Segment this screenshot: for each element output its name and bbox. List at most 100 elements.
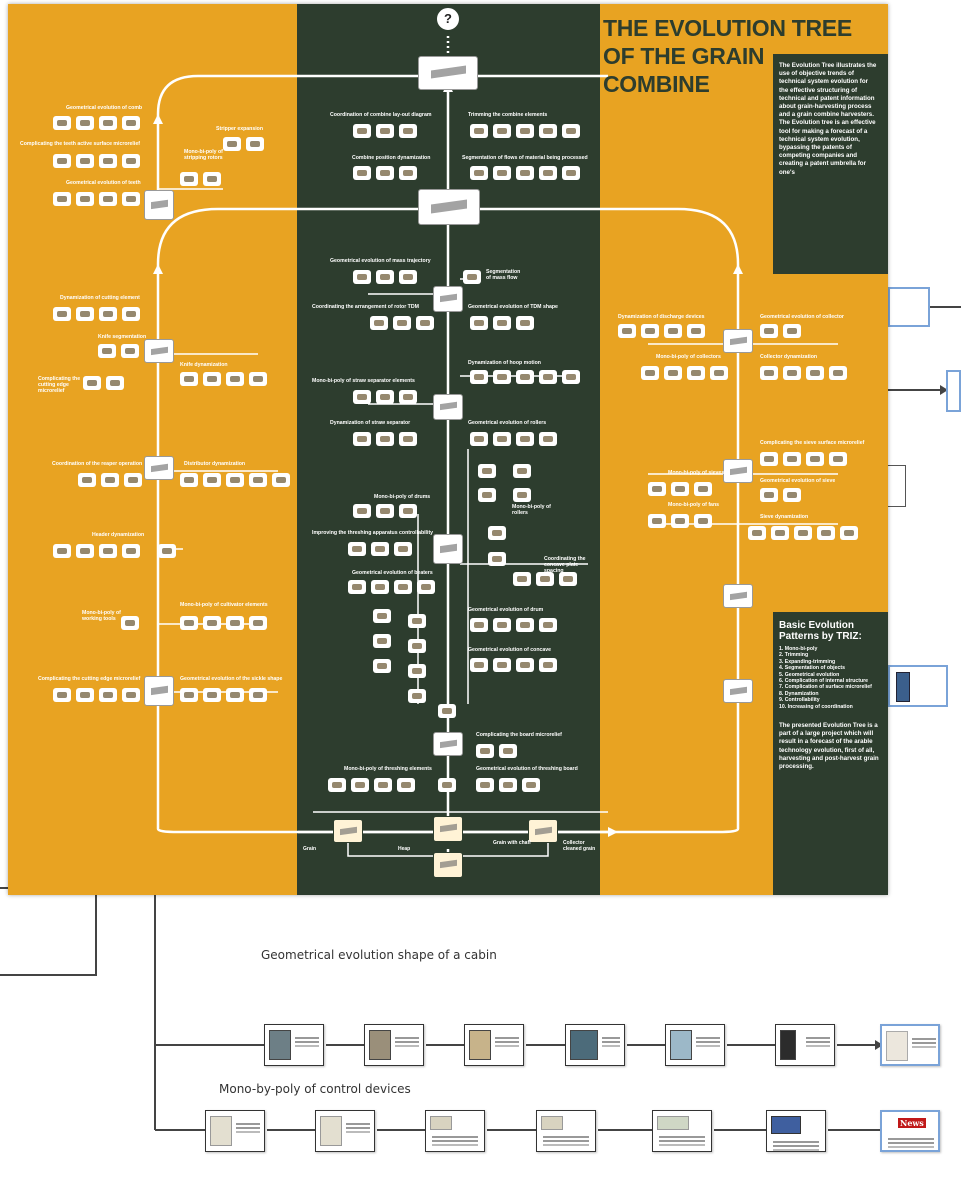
- evolution-tile[interactable]: [223, 137, 241, 151]
- evolution-tile[interactable]: [499, 778, 517, 792]
- cabin-step-4[interactable]: [565, 1024, 625, 1066]
- evolution-tile[interactable]: [499, 744, 517, 758]
- cleaning-tile-1[interactable]: [723, 584, 753, 608]
- evolution-tile[interactable]: [376, 504, 394, 518]
- evolution-tile[interactable]: [122, 688, 140, 702]
- evolution-tile[interactable]: [399, 390, 417, 404]
- evolution-tile[interactable]: [470, 316, 488, 330]
- evolution-tile[interactable]: [122, 544, 140, 558]
- evolution-tile[interactable]: [417, 580, 435, 594]
- evolution-tile[interactable]: [493, 432, 511, 446]
- evolution-tile[interactable]: [694, 482, 712, 496]
- evolution-tile[interactable]: [99, 307, 117, 321]
- evolution-tile[interactable]: [470, 432, 488, 446]
- grain-input-tile[interactable]: [333, 819, 363, 843]
- evolution-tile[interactable]: [562, 124, 580, 138]
- evolution-tile[interactable]: [122, 116, 140, 130]
- evolution-tile[interactable]: [760, 452, 778, 466]
- evolution-tile[interactable]: [272, 473, 290, 487]
- evolution-tile[interactable]: [478, 464, 496, 478]
- evolution-tile[interactable]: [648, 482, 666, 496]
- evolution-tile[interactable]: [373, 609, 391, 623]
- evolution-tile[interactable]: [76, 154, 94, 168]
- evolution-tile[interactable]: [493, 316, 511, 330]
- evolution-tile[interactable]: [180, 473, 198, 487]
- evolution-tile[interactable]: [373, 659, 391, 673]
- evolution-tile[interactable]: [394, 542, 412, 556]
- evolution-tile[interactable]: [399, 166, 417, 180]
- evolution-tile[interactable]: [76, 307, 94, 321]
- header-tile[interactable]: [144, 190, 174, 220]
- evolution-tile[interactable]: [493, 658, 511, 672]
- evolution-tile[interactable]: [53, 116, 71, 130]
- evolution-tile[interactable]: [783, 488, 801, 502]
- cutter-tile[interactable]: [144, 456, 174, 480]
- evolution-tile[interactable]: [249, 616, 267, 630]
- evolution-tile[interactable]: [748, 526, 766, 540]
- evolution-tile[interactable]: [671, 514, 689, 528]
- evolution-tile[interactable]: [376, 166, 394, 180]
- evolution-tile[interactable]: [408, 664, 426, 678]
- cabin-step-7[interactable]: [880, 1024, 940, 1066]
- evolution-tile[interactable]: [710, 366, 728, 380]
- cabin-step-6[interactable]: [775, 1024, 835, 1066]
- evolution-tile[interactable]: [76, 544, 94, 558]
- evolution-tile[interactable]: [562, 166, 580, 180]
- evolution-tile[interactable]: [99, 544, 117, 558]
- evolution-tile[interactable]: [493, 124, 511, 138]
- evolution-tile[interactable]: [806, 452, 824, 466]
- evolution-tile[interactable]: [493, 618, 511, 632]
- evolution-tile[interactable]: [416, 316, 434, 330]
- evolution-tile[interactable]: [664, 324, 682, 338]
- evolution-tile[interactable]: [817, 526, 835, 540]
- evolution-tile[interactable]: [760, 488, 778, 502]
- evolution-tile[interactable]: [376, 270, 394, 284]
- evolution-tile[interactable]: [348, 580, 366, 594]
- rotor-tile[interactable]: [433, 286, 463, 312]
- evolution-tile[interactable]: [353, 166, 371, 180]
- evolution-tile[interactable]: [203, 172, 221, 186]
- evolution-tile[interactable]: [53, 154, 71, 168]
- evolution-tile[interactable]: [226, 372, 244, 386]
- reel-tile[interactable]: [144, 339, 174, 363]
- collector-tile[interactable]: [723, 329, 753, 353]
- evolution-tile[interactable]: [98, 344, 116, 358]
- evolution-tile[interactable]: [476, 744, 494, 758]
- evolution-tile[interactable]: [180, 616, 198, 630]
- evolution-tile[interactable]: [399, 432, 417, 446]
- evolution-tile[interactable]: [559, 572, 577, 586]
- evolution-tile[interactable]: [470, 618, 488, 632]
- evolution-tile[interactable]: [470, 124, 488, 138]
- evolution-tile[interactable]: [158, 544, 176, 558]
- evolution-tile[interactable]: [353, 270, 371, 284]
- evolution-tile[interactable]: [351, 778, 369, 792]
- evolution-tile[interactable]: [648, 514, 666, 528]
- evolution-tile[interactable]: [76, 192, 94, 206]
- evolution-tile[interactable]: [488, 526, 506, 540]
- evolution-tile[interactable]: [53, 688, 71, 702]
- evolution-tile[interactable]: [370, 316, 388, 330]
- evolution-tile[interactable]: [371, 542, 389, 556]
- control-step-2[interactable]: [315, 1110, 375, 1152]
- evolution-tile[interactable]: [522, 778, 540, 792]
- evolution-tile[interactable]: [203, 372, 221, 386]
- right-box-1[interactable]: [888, 287, 930, 327]
- evolution-tile[interactable]: [794, 526, 812, 540]
- evolution-tile[interactable]: [539, 124, 557, 138]
- evolution-tile[interactable]: [829, 452, 847, 466]
- evolution-tile[interactable]: [203, 616, 221, 630]
- evolution-tile[interactable]: [516, 370, 534, 384]
- evolution-tile[interactable]: [53, 544, 71, 558]
- evolution-tile[interactable]: [470, 166, 488, 180]
- evolution-tile[interactable]: [226, 473, 244, 487]
- evolution-tile[interactable]: [618, 324, 636, 338]
- heap-input-tile[interactable]: [433, 816, 463, 842]
- cabin-step-5[interactable]: [665, 1024, 725, 1066]
- evolution-tile[interactable]: [180, 372, 198, 386]
- grain-chaff-tile[interactable]: [528, 819, 558, 843]
- evolution-tile[interactable]: [371, 580, 389, 594]
- evolution-tile[interactable]: [249, 372, 267, 386]
- evolution-tile[interactable]: [493, 166, 511, 180]
- evolution-tile[interactable]: [840, 526, 858, 540]
- sieve-tile[interactable]: [723, 459, 753, 483]
